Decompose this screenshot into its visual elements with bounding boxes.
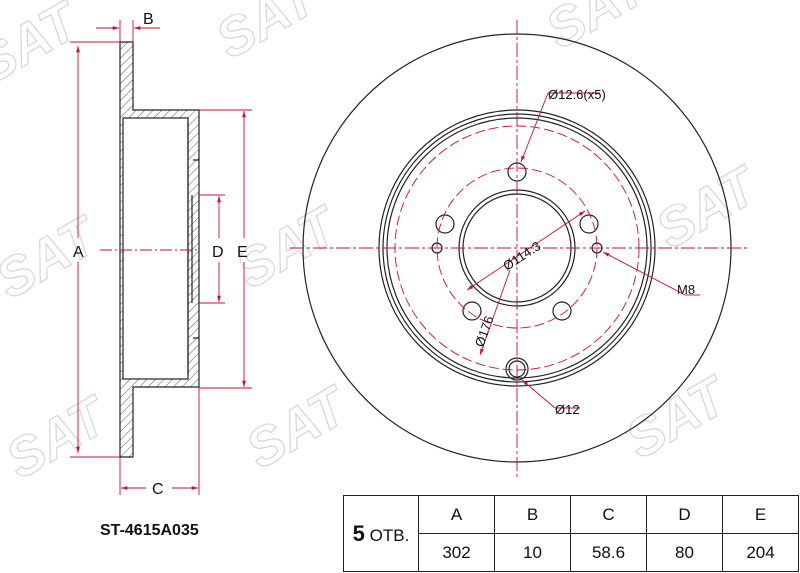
dim-label-e: E — [237, 244, 248, 261]
holes-count: 5 — [352, 520, 365, 546]
pin-hole-label: Ø12 — [555, 402, 580, 417]
svg-text:SAT: SAT — [0, 204, 110, 310]
dim-label-a: A — [73, 244, 84, 261]
part-number: ST-4615A035 — [100, 522, 199, 539]
side-view — [119, 41, 200, 458]
front-dimensions — [290, 20, 750, 480]
svg-text:SAT: SAT — [0, 0, 91, 95]
dim-label-c: C — [152, 481, 164, 498]
svg-text:SAT: SAT — [536, 0, 660, 60]
header-c: C — [570, 495, 647, 534]
holes-label: ОТВ. — [369, 525, 410, 545]
svg-text:SAT: SAT — [236, 374, 360, 480]
svg-text:SAT: SAT — [646, 154, 770, 260]
value-e: 204 — [722, 533, 799, 572]
pcd-label: Ø114.3 — [500, 238, 543, 273]
side-dimensions — [70, 20, 252, 495]
value-c: 58.6 — [570, 533, 647, 572]
value-b: 10 — [494, 533, 571, 572]
value-d: 80 — [646, 533, 723, 572]
holes-cell: 5 ОТВ. — [343, 495, 419, 572]
header-d: D — [646, 495, 723, 534]
header-e: E — [722, 495, 799, 534]
bolt-holes-label: Ø12.6(x5) — [548, 87, 606, 102]
svg-text:SAT: SAT — [0, 384, 120, 490]
dim-label-d: D — [212, 244, 224, 261]
value-a: 302 — [418, 533, 495, 572]
svg-text:SAT: SAT — [206, 0, 330, 70]
header-b: B — [494, 495, 571, 534]
spec-table: 5 ОТВ. A B C D E 302 10 58.6 80 204 — [343, 495, 799, 572]
header-a: A — [418, 495, 495, 534]
thread-label: M8 — [677, 282, 695, 297]
dim-label-b: B — [143, 11, 154, 28]
svg-text:SAT: SAT — [616, 364, 740, 470]
